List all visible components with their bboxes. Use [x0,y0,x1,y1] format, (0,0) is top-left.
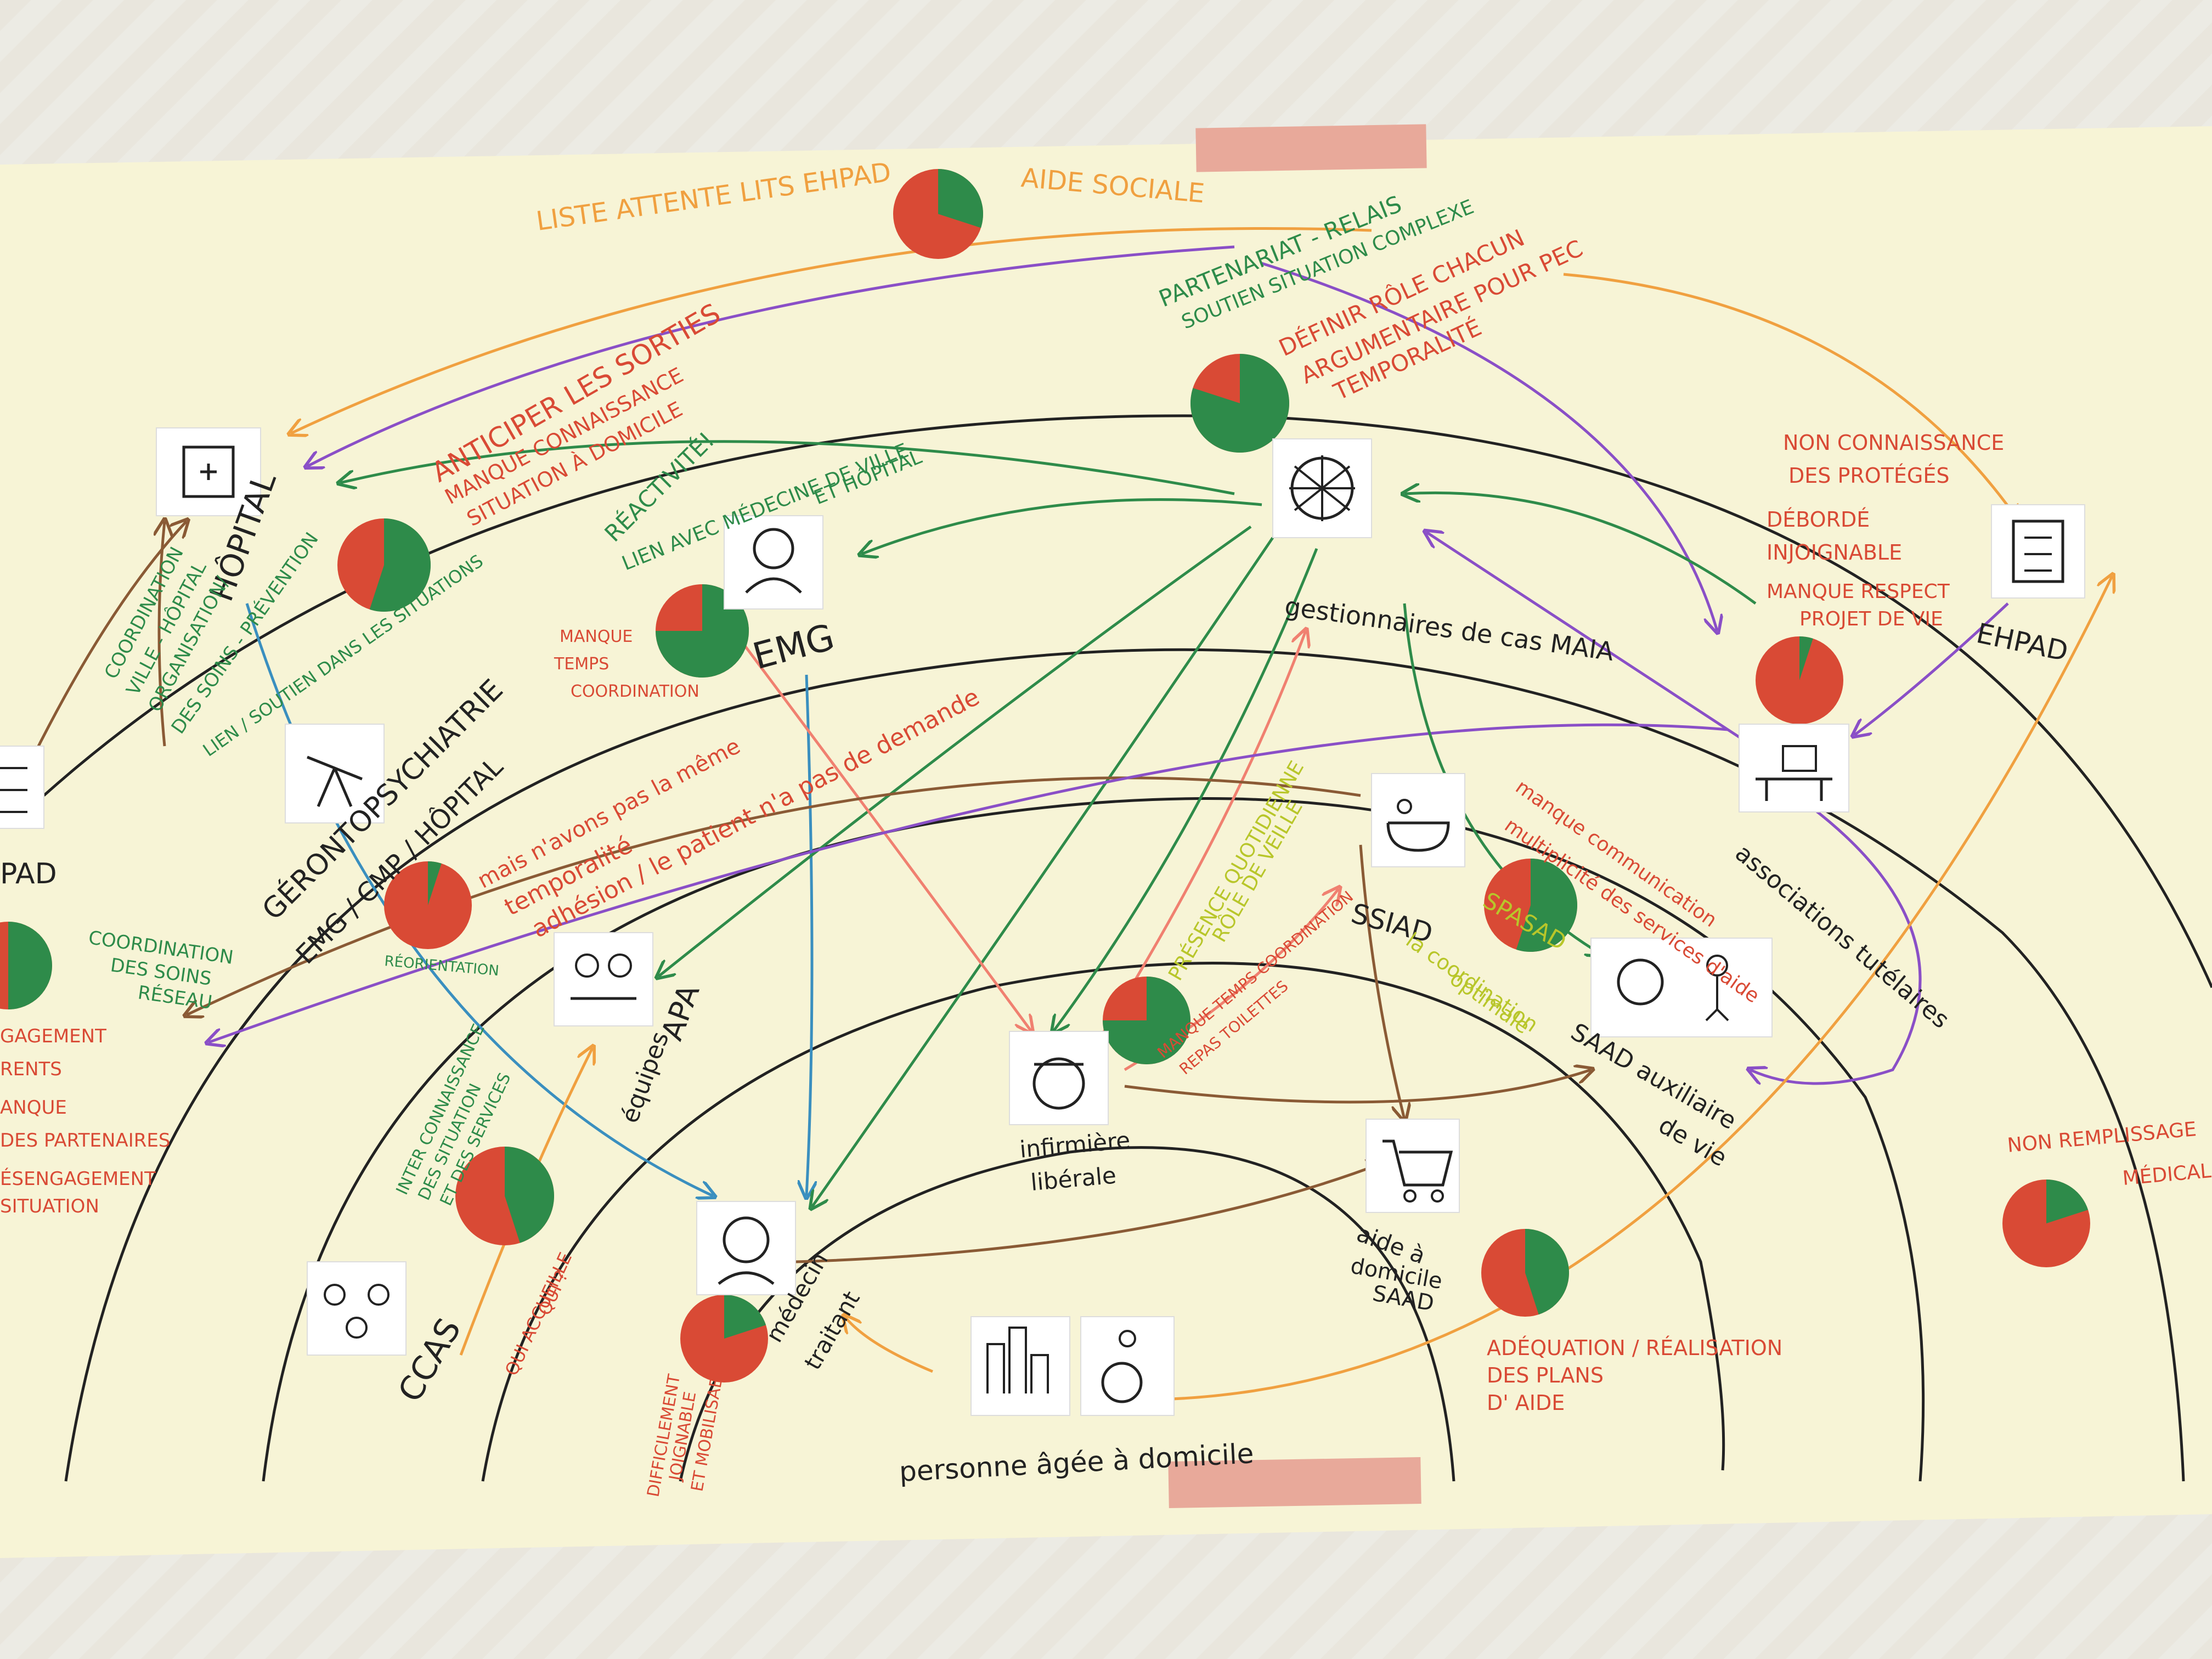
arrow-green-medecin [812,537,1274,1207]
tape-top [1195,124,1427,172]
arrow-orange-ehpad [1563,273,2019,521]
pie-infirmiere [1103,977,1190,1064]
note-left-6: SITUATION [0,1195,99,1217]
icon-cards [0,427,2085,1416]
arrow-green-hopital [340,440,1235,495]
pie-geronto [384,861,472,949]
arc-2 [64,648,2185,1482]
label-ehpad-left: PAD [0,857,57,890]
building-icon [1991,504,2085,599]
arrow-brown-saad [1124,1070,1591,1104]
pie-geronto-green-slice [428,861,442,905]
checklist-icon [0,746,44,829]
arrow-purple-top [307,245,1235,466]
pie-ccas [455,1147,554,1245]
pie-hopital-green-slice [369,518,431,612]
arrow-brown-left [187,776,1361,1015]
arrow-green-apa [658,525,1252,977]
note-adequation-1: ADÉQUATION / RÉALISATION [1487,1336,1782,1360]
note-left-1: GAGEMENT [0,1025,106,1047]
note-left-4: DES PARTENAIRES [0,1130,170,1152]
arrow-orange-bottom [1097,576,2112,1401]
arrow-green-assoc [1404,493,1757,605]
note-manque-temps-2: TEMPS [554,654,609,674]
pie-ehpad-green-slice [1799,636,1813,680]
pie-ehpad [1756,636,1843,724]
nurse-icon [1009,1031,1109,1125]
arrow-green-emg [861,498,1262,554]
desk-icon [1739,724,1849,812]
note-adequation-3: D' AIDE [1487,1391,1565,1415]
pie-ssiad-green-slice [1516,859,1578,952]
arrow-green-infirmiere [1053,548,1318,1031]
cleaning-icon [1590,938,1773,1037]
note-adequation-2: DES PLANS [1487,1363,1604,1387]
pie-gestionnaires-green-slice [1190,354,1290,453]
pie-hopital [337,518,431,612]
arc-4 [481,962,1725,1482]
city-icon [970,1316,1070,1416]
arrow-orange-personne [845,1317,933,1373]
hospital-icon [156,427,261,516]
note-non-conn-5: MANQUE RESPECT [1767,580,1950,603]
pie-left-green-slice [8,922,52,1009]
pie-medecin-green-slice [724,1295,766,1339]
arrow-salmon-infirmiere [712,602,1031,1031]
note-non-conn-3: DÉBORDÉ [1767,507,1870,532]
arc-3 [262,797,1925,1482]
pie-non-remplissage-green-slice [2046,1180,2089,1223]
pie-non-remplissage [2002,1180,2090,1267]
pie-aide-sociale-green-slice [938,169,983,228]
arrow-blue-emg [806,674,812,1196]
pie-aide-sociale [893,169,983,259]
pie-aide-green-slice [1525,1229,1570,1315]
network-icon [1272,438,1372,538]
bath-icon [1371,773,1465,867]
arrow-brown-aide [795,1163,1383,1263]
note-manque-temps-1: MANQUE [560,627,633,646]
note-left-5: ÉSENGAGEMENT [0,1167,156,1190]
group-icon [307,1261,407,1356]
pie-gestionnaires [1190,354,1290,453]
arrow-purple-saad [1750,805,1922,1084]
pie-ccas-green-slice [505,1147,554,1243]
arrow-purple-ehpad-assoc [1854,602,2009,735]
pie-aide [1481,1229,1570,1317]
arrow-brown-saad-aide [1359,844,1404,1119]
note-non-conn-1: NON CONNAISSANCE [1783,431,2004,455]
telescope-icon [285,724,385,823]
note-non-conn-2: DES PROTÉGÉS [1788,464,1950,488]
arrow-purple-assoc [1426,532,1746,742]
doctor-icon [696,1201,796,1295]
arrow-brown-left-ehpad [31,521,187,758]
pie-charts [0,169,2090,1383]
shopping-cart-icon [1365,1119,1460,1213]
note-manque-temps-3: COORDINATION [571,682,699,701]
arrow-orange-top [291,227,1372,433]
pie-medecin [680,1295,768,1383]
meeting-icon [554,932,653,1026]
note-left-3: ANQUE [0,1097,67,1119]
strength-icon [724,515,823,610]
note-left-2: RENTS [0,1058,62,1080]
pie-ssiad [1484,859,1578,952]
note-non-conn-4: INJOIGNABLE [1767,540,1902,565]
note-non-conn-6: PROJET DE VIE [1799,608,1943,630]
pie-left [0,922,52,1009]
arrow-purple-left [208,723,1729,1042]
pie-infirmiere-green-slice [1103,977,1190,1064]
wheelchair-icon [1080,1316,1175,1416]
tape-bottom [1168,1457,1421,1509]
